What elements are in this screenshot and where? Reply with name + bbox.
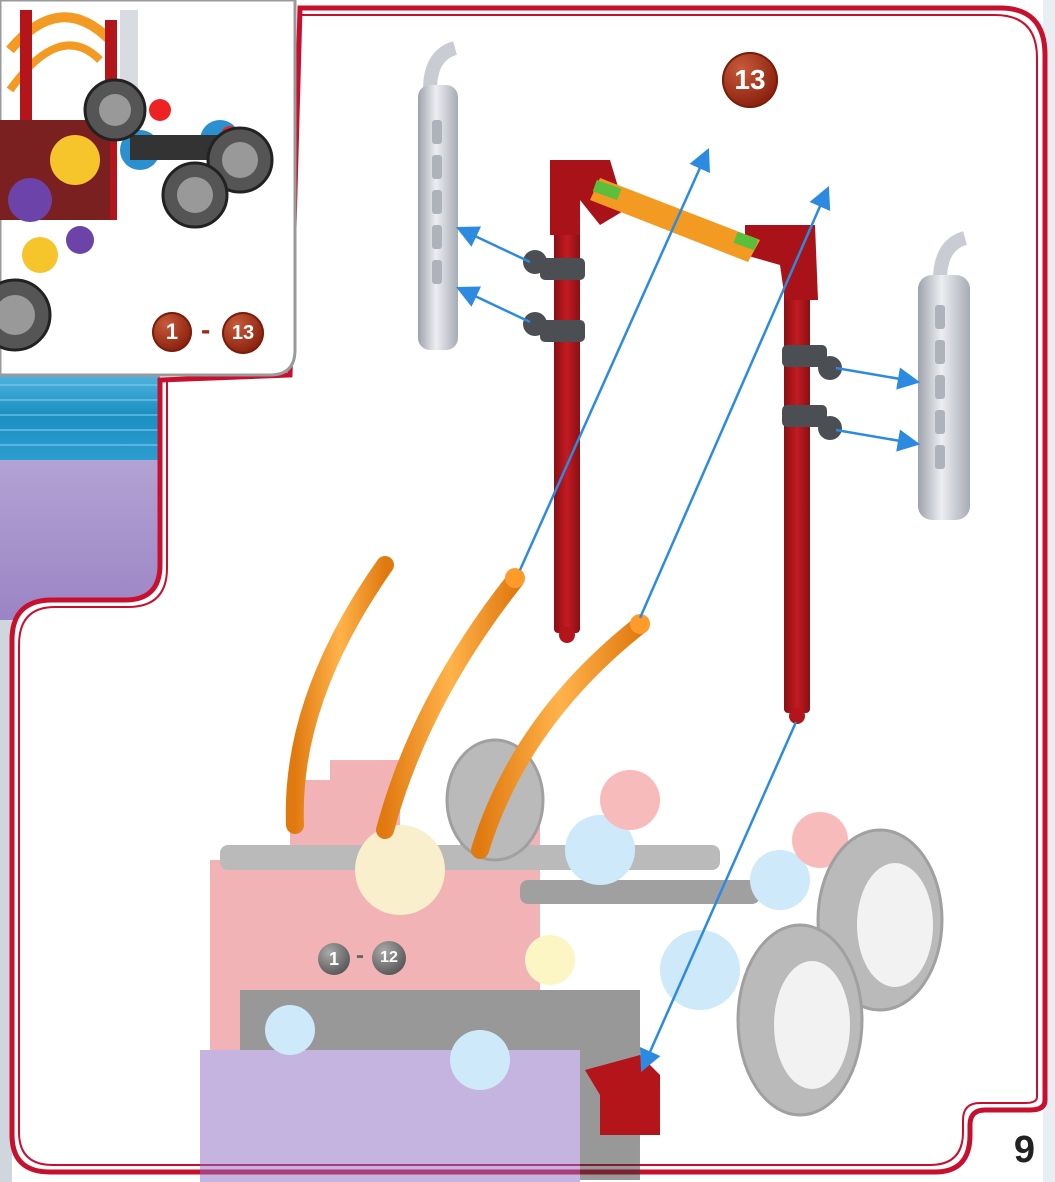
previous-range-start: 1 bbox=[328, 949, 339, 969]
previous-range-separator: - bbox=[356, 942, 364, 969]
orange-rods bbox=[285, 556, 650, 859]
overview-range-separator: - bbox=[201, 314, 211, 345]
overview-model-image bbox=[0, 10, 274, 352]
previous-range-end-badge: 12 bbox=[372, 941, 406, 975]
overview-range-start-badge: 1 bbox=[152, 312, 192, 352]
previous-build-image bbox=[200, 738, 944, 1182]
left-exhaust-pipe bbox=[418, 41, 458, 350]
step-number: 13 bbox=[734, 64, 766, 95]
page-number: 9 bbox=[1013, 1129, 1035, 1171]
overview-range-start: 1 bbox=[165, 319, 179, 344]
previous-range-start-badge: 1 bbox=[318, 943, 350, 975]
right-exhaust-pipe bbox=[918, 231, 970, 520]
overview-inset-panel bbox=[0, 0, 297, 377]
purple-background-panel bbox=[0, 460, 160, 620]
assembly-arrows bbox=[455, 147, 921, 1073]
gray-connectors bbox=[523, 250, 842, 440]
previous-range-end: 12 bbox=[380, 949, 398, 966]
overview-range-end-badge: 13 bbox=[222, 312, 264, 354]
step-number-badge: 13 bbox=[722, 52, 778, 108]
overview-range-end: 13 bbox=[231, 322, 255, 344]
red-corner-connector bbox=[585, 1055, 660, 1135]
